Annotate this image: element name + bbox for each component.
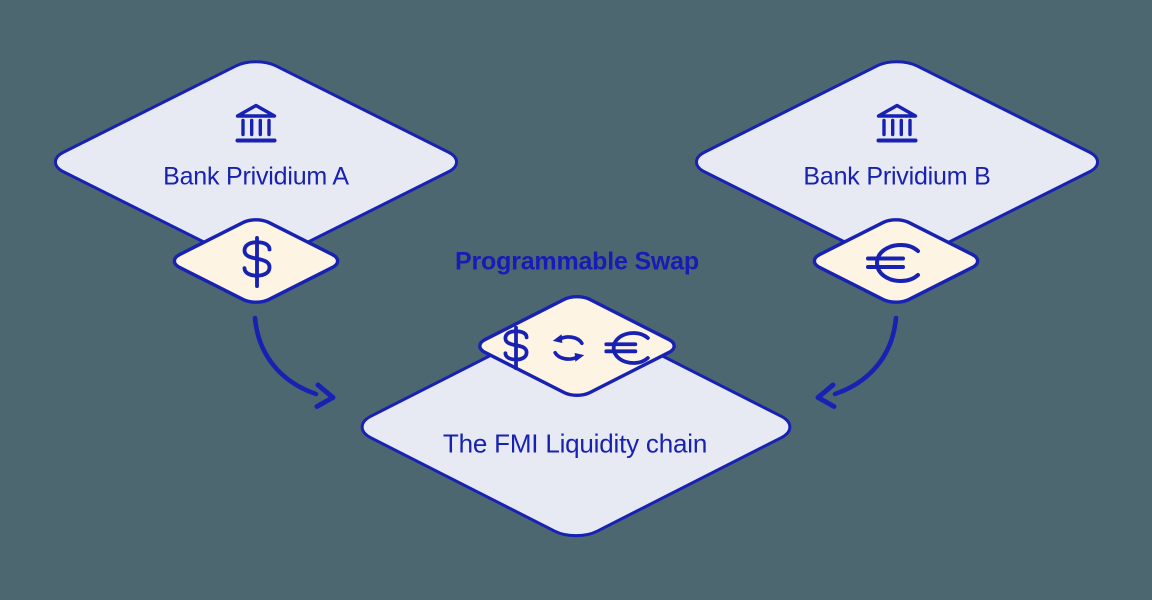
arrow-head-icon [815,382,837,409]
edge-dollar-to-fmi [252,315,336,409]
bank-icon [874,103,920,147]
bank-b-label: Bank Prividium B [803,162,991,191]
euro-icon [866,243,926,283]
swap-cycle-icon [546,328,592,368]
swap-node [472,293,681,399]
euro-icon [604,331,655,365]
fmi-node [350,312,803,542]
bank-icon [233,103,279,147]
swap-symbols [500,325,655,371]
fmi-label: The FMI Liquidity chain [442,428,708,459]
edge-euro-to-fmi [815,315,899,409]
bank-a-label: Bank Prividium A [163,162,349,191]
dollar-icon [237,236,277,288]
bank-b-node [685,56,1109,268]
arrow-head-icon [314,382,336,409]
bank-a-node [44,56,468,268]
swap-title: Programmable Swap [455,247,699,276]
dollar-icon [500,325,533,371]
token-euro-node [807,216,985,306]
